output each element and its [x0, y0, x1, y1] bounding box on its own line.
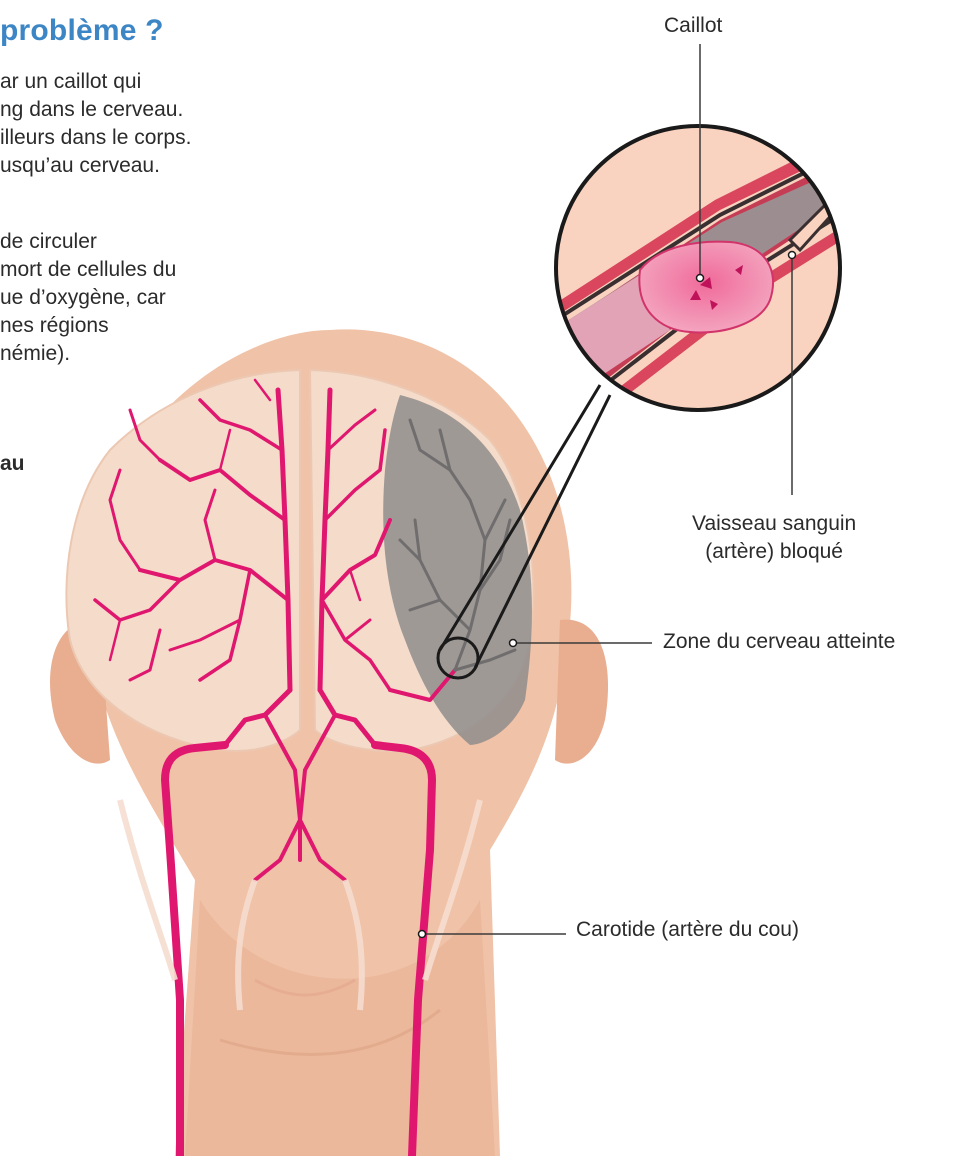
- bold-text-fragment: au: [0, 452, 25, 476]
- page-title: problème ?: [0, 14, 164, 48]
- paragraph-line: mort de cellules du: [0, 256, 176, 284]
- paragraph-line: ue d’oxygène, car: [0, 284, 176, 312]
- carotid-label: Carotide (artère du cou): [576, 918, 799, 942]
- clot-label: Caillot: [664, 14, 722, 38]
- intro-paragraph: ar un caillot qui ng dans le cerveau. il…: [0, 68, 191, 180]
- paragraph-line: némie).: [0, 340, 176, 368]
- label-line: (artère) bloqué: [692, 538, 856, 566]
- paragraph-line: usqu’au cerveau.: [0, 152, 191, 180]
- paragraph-line: ar un caillot qui: [0, 68, 191, 96]
- affected-zone-label: Zone du cerveau atteinte: [663, 630, 895, 654]
- right-ear: [555, 620, 608, 764]
- paragraph-line: illeurs dans le corps.: [0, 124, 191, 152]
- paragraph-line: nes régions: [0, 312, 176, 340]
- paragraph-line: de circuler: [0, 228, 176, 256]
- label-line: Vaisseau sanguin: [692, 510, 856, 538]
- paragraph-line: ng dans le cerveau.: [0, 96, 191, 124]
- blocked-vessel-label: Vaisseau sanguin (artère) bloqué: [692, 510, 856, 566]
- magnified-vessel: [530, 126, 900, 420]
- second-paragraph: de circuler mort de cellules du ue d’oxy…: [0, 228, 176, 368]
